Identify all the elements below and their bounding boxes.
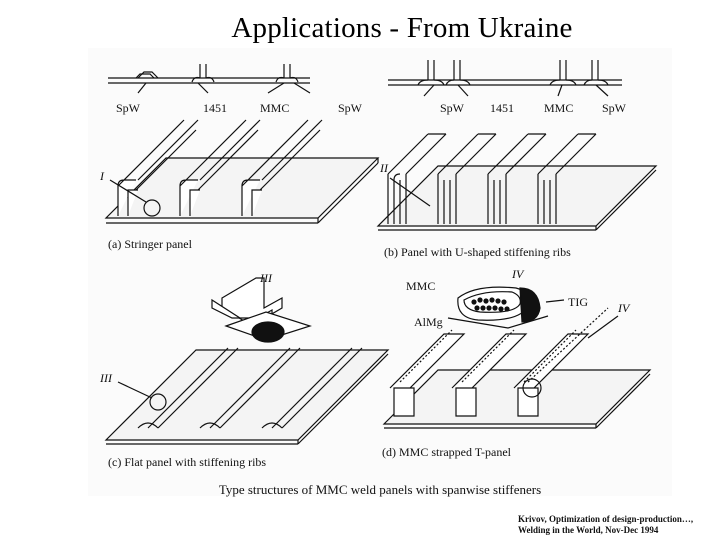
cross-section-right <box>388 60 622 97</box>
label-ref-iv: IV <box>511 267 525 281</box>
citation: Krivov, Optimization of design-productio… <box>518 514 718 536</box>
label-ref-ii: II <box>379 161 389 175</box>
figure-drawing: SpW 1451 MMC SpW SpW 1451 MMC SpW I II I… <box>88 48 672 496</box>
caption-b: (b) Panel with U-shaped stiffening ribs <box>384 245 571 259</box>
label-1451-b: 1451 <box>490 101 514 115</box>
label-spw-1: SpW <box>116 101 141 115</box>
label-almg: AlMg <box>414 315 443 329</box>
label-ref-iii-b: III <box>99 371 113 385</box>
label-spw-3: SpW <box>440 101 465 115</box>
citation-line-2: Welding in the World, Nov-Dec 1994 <box>518 525 659 535</box>
caption-d: (d) MMC strapped T-panel <box>382 445 512 459</box>
caption-a: (a) Stringer panel <box>108 237 193 251</box>
weld-panel-illustration: SpW 1451 MMC SpW SpW 1451 MMC SpW I II I… <box>99 60 658 469</box>
panel-c-flat-ribs <box>104 347 390 445</box>
detail-mmc-tig <box>447 286 565 329</box>
label-ref-iii: III <box>259 271 273 285</box>
label-spw-2: SpW <box>338 101 363 115</box>
label-1451-a: 1451 <box>203 101 227 115</box>
label-mmc-3: MMC <box>406 279 435 293</box>
label-mmc-2: MMC <box>544 101 573 115</box>
panel-a-stringer <box>104 119 380 224</box>
label-ref-i: I <box>99 169 105 183</box>
label-spw-4: SpW <box>602 101 627 115</box>
figure-labels: SpW 1451 MMC SpW SpW 1451 MMC SpW I II I… <box>99 101 631 469</box>
citation-line-1: Krivov, Optimization of design-productio… <box>518 514 694 524</box>
label-mmc-1: MMC <box>260 101 289 115</box>
detail-t-joint <box>211 277 312 343</box>
label-ref-iv-b: IV <box>617 301 631 315</box>
panel-d-t-panel <box>382 307 652 429</box>
label-tig: TIG <box>568 295 588 309</box>
slide-title: Applications - From Ukraine <box>231 12 573 44</box>
caption-c: (c) Flat panel with stiffening ribs <box>108 455 266 469</box>
panel-b-u-ribs <box>376 133 658 231</box>
cross-section-left <box>108 64 311 94</box>
figure-caption: Type structures of MMC weld panels with … <box>218 482 542 497</box>
